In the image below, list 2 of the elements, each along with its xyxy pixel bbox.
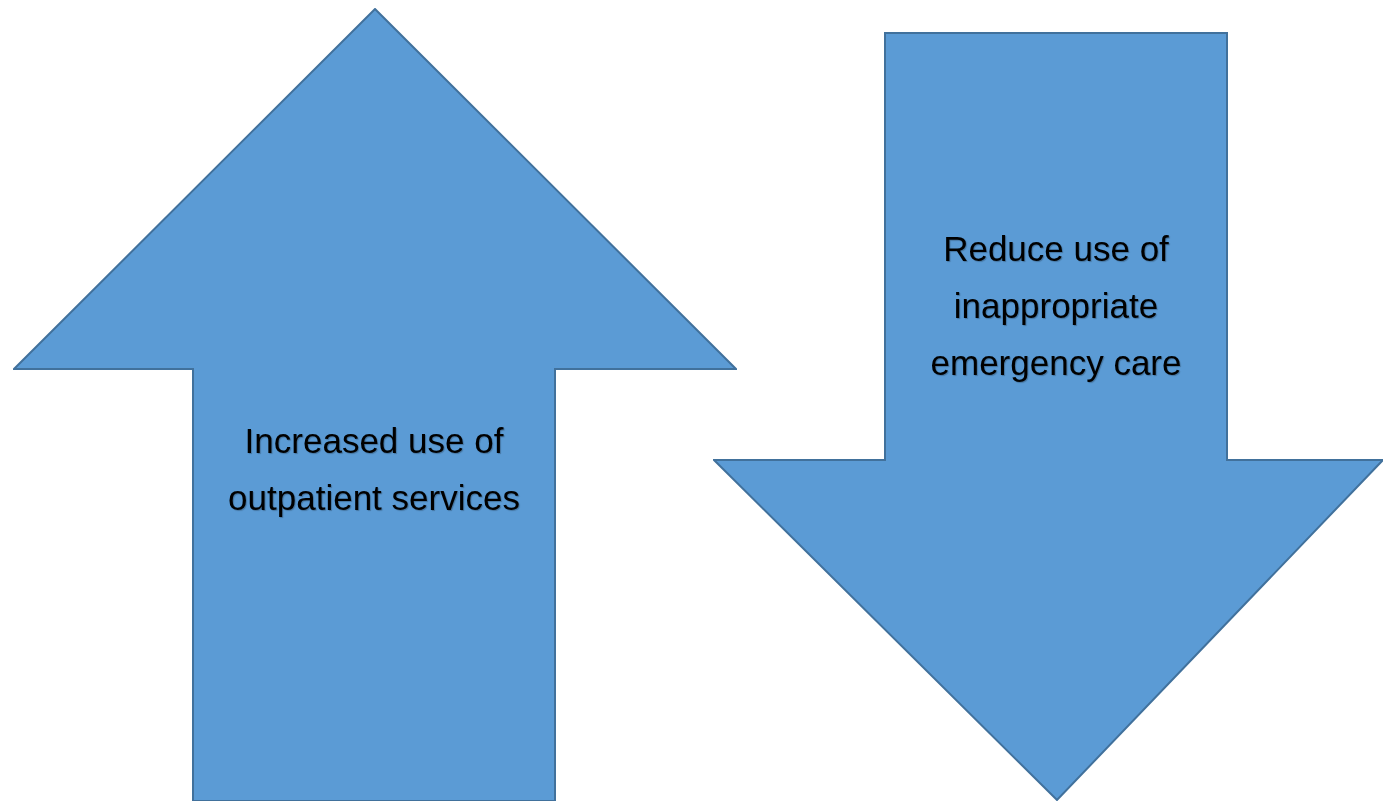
arrow-label: Reduce use of inappropriate emergency care (929, 228, 1183, 384)
arrow-label: Increased use of outpatient services (227, 420, 521, 519)
